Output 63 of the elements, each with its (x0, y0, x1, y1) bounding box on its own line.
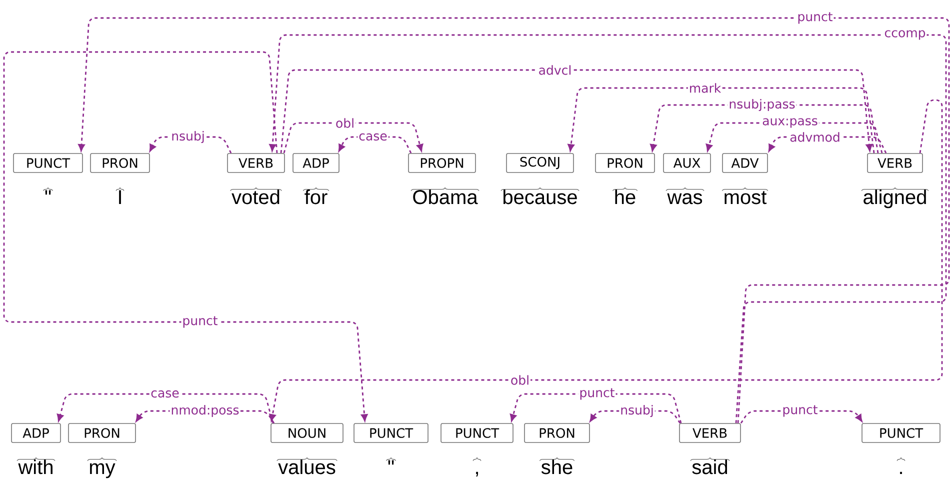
edge-label: advcl (537, 64, 573, 76)
arrow (280, 69, 873, 154)
word: with (18, 460, 52, 474)
tag-box: AUX (663, 153, 711, 173)
arrow (283, 122, 424, 154)
edge-label: punct (578, 387, 616, 401)
tag-box: PRON (90, 153, 150, 173)
tag-box: PUNCT (862, 423, 940, 443)
edge-label: case (358, 132, 388, 142)
arrow (338, 136, 412, 154)
arrow (269, 34, 947, 424)
word: " (45, 190, 51, 195)
arrow (568, 87, 875, 154)
edge-label: obl (509, 374, 531, 386)
tag-box: PUNCT (354, 423, 428, 443)
tag-box: ADP (11, 423, 61, 443)
word: . (900, 472, 902, 474)
tag-box: NOUN (270, 423, 344, 443)
word: he (615, 190, 636, 204)
tag-box: ADV (722, 153, 768, 173)
edge-label: obl (334, 117, 356, 129)
word: said (692, 460, 728, 474)
edge-label: nsubj (619, 404, 655, 418)
word: " (388, 460, 394, 465)
tag-box: PUNCT (13, 153, 83, 173)
word: she (541, 460, 572, 474)
word: was (667, 193, 702, 204)
arrow (56, 393, 274, 424)
edge-label: mark (688, 82, 722, 94)
edge-label: ccomp (883, 29, 927, 41)
arrow (78, 17, 950, 424)
word: values (278, 460, 336, 474)
tag-box: PRON (595, 153, 655, 173)
word: Obama (413, 190, 478, 204)
arrow (3, 51, 368, 422)
tag-box: PUNCT (440, 423, 514, 443)
edge-label: punct (796, 11, 834, 25)
word: voted (232, 190, 280, 204)
word: I (119, 190, 121, 204)
tag-box: VERB (679, 423, 741, 443)
word: aligned (864, 190, 926, 208)
edge-label: punct (781, 404, 819, 418)
tag-box: PRON (68, 423, 136, 443)
edge-label: nmod:poss (170, 404, 240, 418)
arrow (269, 99, 943, 422)
edge-label: advmod (788, 131, 842, 143)
edge-label: case (150, 389, 180, 399)
word: most (724, 191, 767, 204)
arrow (510, 393, 682, 424)
edge-label: punct (181, 315, 219, 329)
tag-box: ADP (292, 153, 340, 173)
word: my (90, 463, 116, 478)
word: , (476, 472, 478, 477)
tag-box: PROPN (408, 153, 476, 173)
edge-label: aux:pass (761, 117, 819, 129)
word: because (503, 190, 577, 204)
tag-box: VERB (227, 153, 285, 173)
word: for (304, 190, 328, 204)
tag-box: PRON (524, 423, 590, 443)
edge-label: nsubj:pass (728, 98, 796, 112)
tag-box: SCONJ (506, 153, 574, 173)
tag-box: VERB (867, 153, 923, 173)
edge-label: nsubj (170, 130, 206, 144)
